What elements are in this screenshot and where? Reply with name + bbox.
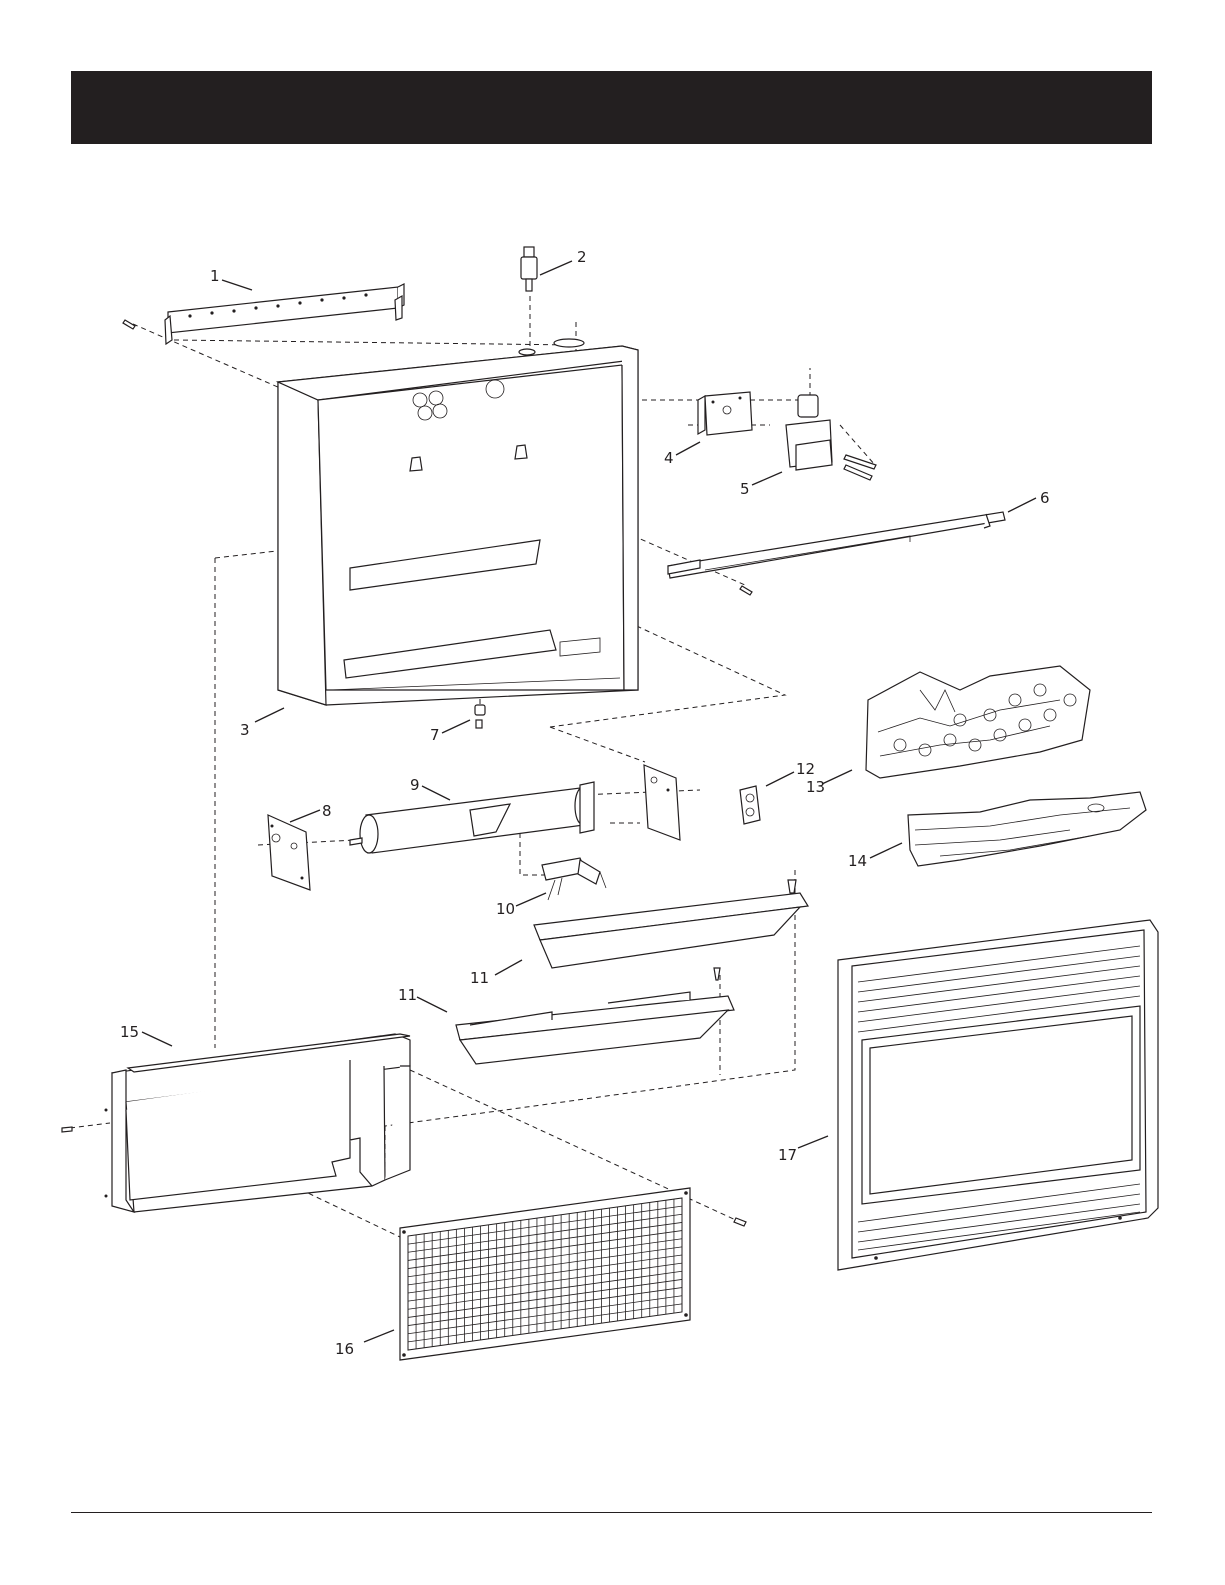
part-17-front-panel — [838, 920, 1158, 1270]
part-6-side-rail — [668, 512, 1005, 595]
part-12-orifice-fitting — [644, 765, 760, 840]
part-1-top-bracket — [123, 284, 404, 344]
part-4-valve-bracket — [698, 392, 752, 435]
callout-6: 6 — [1040, 489, 1050, 507]
part-8-burner-plate — [268, 815, 310, 890]
callout-2: 2 — [577, 248, 587, 266]
callout-12: 12 — [796, 760, 815, 778]
part-3-firebox — [278, 339, 638, 705]
part-11-lower-deflector — [456, 968, 734, 1064]
part-9-burner-tube — [350, 782, 594, 853]
part-7-fitting — [475, 705, 485, 728]
callout-7: 7 — [430, 726, 440, 744]
callout-16: 16 — [335, 1340, 354, 1358]
callout-3: 3 — [240, 721, 250, 739]
part-2-igniter — [521, 247, 537, 291]
callout-4: 4 — [664, 449, 674, 467]
footer-rule — [71, 1512, 1152, 1513]
part-14-log — [908, 792, 1146, 866]
callout-11b: 11 — [398, 986, 417, 1004]
part-5-gas-valve — [786, 395, 876, 480]
callout-1: 1 — [210, 267, 220, 285]
callout-5: 5 — [740, 480, 750, 498]
callout-9: 9 — [410, 776, 420, 794]
callout-14: 14 — [848, 852, 867, 870]
callout-10: 10 — [496, 900, 515, 918]
callout-11a: 11 — [470, 969, 489, 987]
callout-17: 17 — [778, 1146, 797, 1164]
callout-8: 8 — [322, 802, 332, 820]
callout-15: 15 — [120, 1023, 139, 1041]
callout-13: 13 — [806, 778, 825, 796]
part-13-log — [866, 666, 1090, 778]
part-11-upper-deflector — [534, 880, 808, 968]
part-16-screen — [400, 1188, 690, 1360]
part-10-pilot-assembly — [542, 858, 606, 900]
